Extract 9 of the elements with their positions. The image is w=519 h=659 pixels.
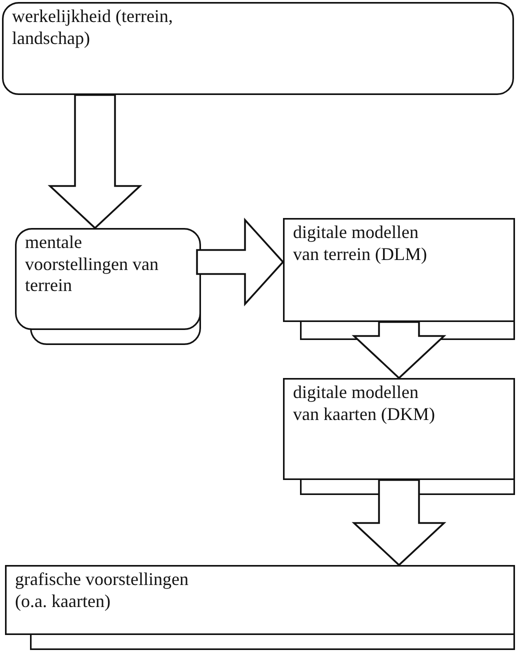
box-text: mentale voorstellingen van terrein (25, 232, 160, 297)
box-text: grafische voorstellingen (o.a. kaarten) (15, 569, 190, 612)
box-text: digitale modellen van terrein (DLM) (293, 222, 428, 266)
block-arrow (352, 321, 446, 380)
block-arrow (352, 479, 446, 566)
box-text: digitale modellen van kaarten (DKM) (293, 382, 436, 426)
box-text: werkelijkheid (terrein, landschap) (12, 6, 174, 50)
block-arrow (196, 218, 284, 306)
block-arrow (48, 94, 142, 230)
